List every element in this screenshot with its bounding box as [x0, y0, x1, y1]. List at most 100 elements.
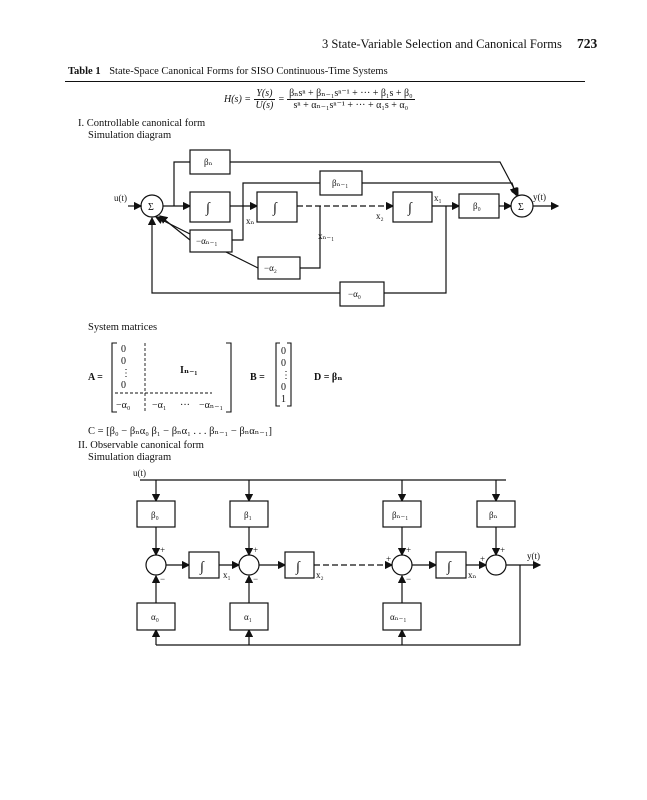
block-alpha-2: [257, 256, 301, 280]
beta-0-label: β₀: [473, 201, 481, 211]
block-beta-n: [189, 149, 231, 175]
sum-symbol-1: Σ: [148, 202, 154, 213]
section-2-heading: II. Observable canonical form: [78, 440, 204, 451]
alpha-0-label: −α₀: [348, 289, 361, 299]
obs-sum-3: [391, 554, 413, 576]
integrator-block-2: [256, 191, 298, 223]
sum-junction-2: [510, 194, 534, 218]
a-col-0: 0: [121, 344, 126, 355]
table-caption: Table 1 State-Space Canonical Forms for …: [68, 66, 388, 77]
integrator-symbol-1: ∫: [205, 201, 211, 216]
obs-beta-n1-label: βₙ₋₁: [392, 510, 408, 520]
running-header: 3 State-Variable Selection and Canonical…: [322, 36, 597, 52]
obs-beta-1-label: β₁: [244, 510, 252, 520]
y-label: y(t): [533, 192, 546, 202]
obs-integrator-1: [188, 551, 220, 579]
table-top-rule: [65, 81, 585, 82]
chapter-title: 3 State-Variable Selection and Canonical…: [322, 37, 562, 51]
obs-plus-4b: +: [480, 554, 485, 564]
a-last-2: ···: [180, 400, 190, 411]
obs-minus-1: −: [160, 574, 165, 584]
a-last-3: −αₙ₋₁: [199, 400, 223, 411]
b-col-3: 0: [281, 382, 286, 393]
a-last-1: −α₁: [152, 400, 166, 411]
obs-integrator-symbol-1: ∫: [199, 560, 205, 575]
tf-numerator: βₙsⁿ + βₙ₋₁sⁿ⁻¹ + ··· + β₁s + β₀: [287, 88, 415, 100]
block-alpha-n-1: [189, 229, 233, 253]
obs-minus-2: −: [253, 574, 258, 584]
obs-plus-1: +: [160, 545, 165, 555]
obs-minus-3: −: [406, 574, 411, 584]
b-col-4: 1: [281, 394, 286, 405]
b-col-0: 0: [281, 346, 286, 357]
b-col-1: 0: [281, 358, 286, 369]
x1-label: x₁: [434, 193, 442, 203]
table-title: State-Space Canonical Forms for SISO Con…: [109, 66, 388, 77]
sum-symbol-2: Σ: [518, 202, 524, 213]
obs-plus-3: +: [406, 545, 411, 555]
block-beta-0: [458, 193, 500, 219]
transfer-function: H(s) = Y(s) U(s) = βₙsⁿ + βₙ₋₁sⁿ⁻¹ + ···…: [224, 88, 415, 111]
obs-sum-4: [485, 554, 507, 576]
beta-n-label: βₙ: [204, 157, 213, 167]
tf-lhs: H(s): [224, 94, 242, 105]
section-1-subheading: Simulation diagram: [88, 130, 172, 141]
obs-x2-label: x₂: [316, 570, 324, 580]
xn-label: xₙ: [246, 216, 255, 226]
alpha-2-label: −α₂: [264, 263, 277, 273]
a-col-1: 0: [121, 356, 126, 367]
matrix-a-name: A =: [88, 372, 103, 383]
block-obs-beta-n1: [382, 500, 422, 528]
matrix-d: D = βₙ: [314, 372, 342, 383]
tf-denominator: sⁿ + αₙ₋₁sⁿ⁻¹ + ··· + α₁s + α₀: [293, 100, 409, 111]
block-obs-alpha-1: [229, 602, 269, 631]
block-alpha-0: [339, 281, 385, 307]
obs-alpha-n1-label: αₙ₋₁: [390, 612, 407, 622]
block-obs-beta-0: [136, 500, 176, 528]
a-col-3: 0: [121, 380, 126, 391]
obs-alpha-1-label: α₁: [244, 612, 252, 622]
integrator-symbol-2: ∫: [272, 201, 278, 216]
obs-plus-4: +: [500, 545, 505, 555]
integrator-block-1: [189, 191, 231, 223]
tf-ratio-num: Y(s): [253, 88, 276, 100]
obs-u-label: u(t): [133, 468, 146, 478]
system-matrices-label: System matrices: [88, 322, 158, 333]
x2-label: x₂: [376, 211, 384, 221]
obs-integrator-symbol-2: ∫: [295, 560, 301, 575]
alpha-n1-label: −αₙ₋₁: [196, 236, 218, 246]
obs-plus-3b: +: [386, 554, 391, 564]
matrix-c: C = [β₀ − βₙα₀ β₁ − βₙα₁ . . . βₙ₋₁ − βₙ…: [88, 426, 273, 437]
xn1-label: xₙ₋₁: [318, 231, 334, 241]
a-col-2: ⋮: [121, 368, 131, 379]
obs-xn-label: xₙ: [468, 570, 477, 580]
block-obs-beta-n: [476, 500, 516, 528]
section-1-heading: I. Controllable canonical form: [78, 118, 206, 129]
block-beta-n-1: [319, 170, 363, 196]
b-col-2: ⋮: [281, 370, 291, 381]
a-identity: Iₙ₋₁: [180, 365, 197, 376]
beta-n1-label: βₙ₋₁: [332, 178, 348, 188]
u-label: u(t): [114, 193, 127, 203]
obs-y-label: y(t): [527, 551, 540, 561]
integrator-symbol-3: ∫: [407, 201, 413, 216]
obs-beta-n-label: βₙ: [489, 510, 498, 520]
matrix-b-name: B =: [250, 372, 265, 383]
obs-alpha-0-label: α₀: [151, 612, 159, 622]
block-obs-beta-1: [229, 500, 269, 528]
integrator-block-3: [392, 191, 433, 223]
tf-ratio: Y(s) U(s): [253, 88, 276, 111]
obs-integrator-symbol-3: ∫: [446, 560, 452, 575]
tf-polynomial: βₙsⁿ + βₙ₋₁sⁿ⁻¹ + ··· + β₁s + β₀ sⁿ + αₙ…: [287, 88, 415, 111]
table-label: Table 1: [68, 66, 101, 77]
block-obs-alpha-n1: [382, 602, 422, 631]
obs-plus-2: +: [253, 545, 258, 555]
page-number: 723: [577, 36, 598, 51]
obs-x1-label: x₁: [223, 570, 231, 580]
tf-ratio-den: U(s): [255, 100, 274, 111]
obs-integrator-3: [435, 551, 467, 579]
block-obs-alpha-0: [136, 602, 176, 631]
